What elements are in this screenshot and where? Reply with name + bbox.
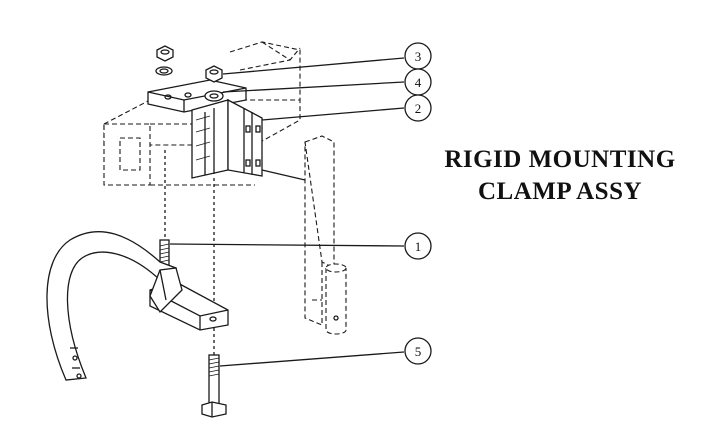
leader-lines bbox=[169, 57, 405, 367]
loose-washer bbox=[155, 66, 173, 76]
nut bbox=[205, 65, 223, 83]
callout-2: 2 bbox=[404, 94, 432, 122]
spring-shank-bracket bbox=[46, 231, 229, 381]
loose-nut bbox=[156, 45, 174, 62]
callout-4-number: 4 bbox=[415, 75, 422, 90]
diagram-title-line-1: RIGID MOUNTING bbox=[444, 146, 676, 173]
assembly-guide-lines bbox=[164, 150, 215, 355]
clamp-plate bbox=[191, 98, 263, 179]
callout-5: 5 bbox=[404, 337, 432, 365]
callout-4: 4 bbox=[404, 68, 432, 96]
callout-5-number: 5 bbox=[415, 344, 422, 359]
diagram-title-line-2: CLAMP ASSY bbox=[477, 178, 643, 205]
callout-3-number: 3 bbox=[415, 49, 422, 64]
hex-bolt bbox=[201, 354, 227, 418]
callout-1-number: 1 bbox=[415, 239, 422, 254]
callout-1: 1 bbox=[404, 232, 432, 260]
shank-post bbox=[261, 135, 347, 335]
callout-3: 3 bbox=[404, 42, 432, 70]
washer bbox=[204, 90, 224, 102]
callout-2-number: 2 bbox=[415, 101, 422, 116]
